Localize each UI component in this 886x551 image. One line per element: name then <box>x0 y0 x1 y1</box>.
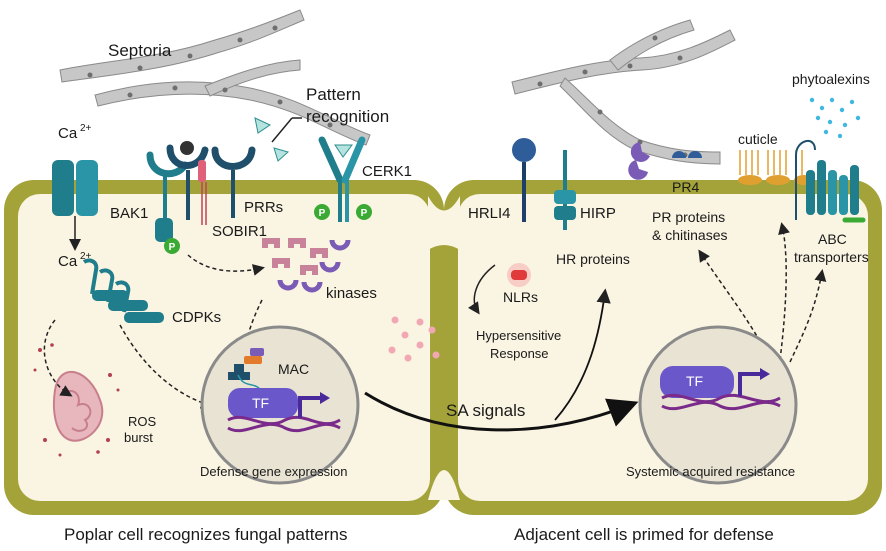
label-tf-right: TF <box>686 373 703 389</box>
nucleus-left <box>200 325 360 485</box>
sa-particles <box>388 316 440 362</box>
phytoalexins-dots <box>809 97 861 139</box>
label-phytoalexins: phytoalexins <box>792 71 870 87</box>
label-abc: ABC <box>818 231 847 247</box>
cerk1-receptor <box>314 136 372 222</box>
cdpks-cluster <box>82 258 164 323</box>
label-cdpks: CDPKs <box>172 309 221 326</box>
label-pr-proteins: PR proteins <box>652 209 725 225</box>
label-nlrs: NLRs <box>503 289 538 305</box>
abc-transporters <box>795 140 866 223</box>
label-kinases: kinases <box>326 285 377 302</box>
label-response: Response <box>490 346 549 361</box>
label-ca-inside: Ca <box>58 253 78 270</box>
label-bak1: BAK1 <box>110 205 148 222</box>
nlrs-protein <box>507 263 531 287</box>
plasmodesma-notch-bottom <box>428 470 460 500</box>
label-sa-signals: SA signals <box>446 401 525 420</box>
label-ca-inside-charge: 2+ <box>80 251 92 262</box>
calcium-channel <box>52 160 98 216</box>
prr-to-kinases-arrow <box>187 254 265 276</box>
label-ca-outside: Ca <box>58 125 78 142</box>
label-phospho-cerk1-b: P <box>361 208 368 219</box>
label-burst: burst <box>124 430 153 445</box>
phospho-badge-bak1 <box>164 238 180 254</box>
sar-to-cuticle-arrow <box>778 222 790 361</box>
pamp-triangles <box>254 117 353 162</box>
label-cuticle: cuticle <box>738 131 778 147</box>
label-prrs: PRRs <box>244 199 283 216</box>
sar-to-abc-arrow <box>789 269 827 363</box>
label-phospho-bak1: P <box>169 242 176 253</box>
label-tf-left: TF <box>252 395 269 411</box>
pattern-pointer <box>271 117 293 143</box>
label-hirp: HIRP <box>580 205 616 222</box>
cuticle-layer <box>738 150 814 185</box>
caption-right: Adjacent cell is primed for defense <box>514 525 774 544</box>
label-ca-outside-charge: 2+ <box>80 123 92 134</box>
label-cerk1: CERK1 <box>362 163 412 180</box>
label-sar: Systemic acquired resistance <box>626 464 795 479</box>
label-hrli4: HRLI4 <box>468 205 511 222</box>
label-mac: MAC <box>278 361 309 377</box>
label-transporters: transporters <box>794 249 869 265</box>
sa-to-hr-arrow <box>554 288 611 421</box>
label-pr4: PR4 <box>672 179 699 195</box>
nlr-curve-arrow <box>468 264 496 315</box>
label-defense-gene: Defense gene expression <box>200 464 347 479</box>
kinases-cluster <box>262 238 351 293</box>
label-hypersensitive: Hypersensitive <box>476 328 561 343</box>
sa-signals-arrow <box>364 391 639 432</box>
label-phospho-cerk1-a: P <box>319 208 326 219</box>
label-pattern: Pattern <box>306 85 361 104</box>
caption-left: Poplar cell recognizes fungal patterns <box>64 525 348 544</box>
label-sobir1: SOBIR1 <box>212 223 267 240</box>
pr4-proteins <box>628 142 702 180</box>
label-chitinases: & chitinases <box>652 227 727 243</box>
hrli4-receptor <box>512 138 536 222</box>
prr-complex <box>146 141 256 242</box>
septoria-hyphae-left <box>59 9 371 146</box>
hirp-receptor <box>554 150 576 230</box>
label-ros: ROS <box>128 414 157 429</box>
septoria-hyphae-right <box>511 19 736 165</box>
label-septoria: Septoria <box>108 41 172 60</box>
label-hr-proteins: HR proteins <box>556 251 630 267</box>
plasmodesma-notch-top <box>428 196 460 250</box>
cdpk-to-ros-arrow <box>43 319 73 397</box>
nucleus-right <box>638 325 798 485</box>
label-recognition: recognition <box>306 107 389 126</box>
